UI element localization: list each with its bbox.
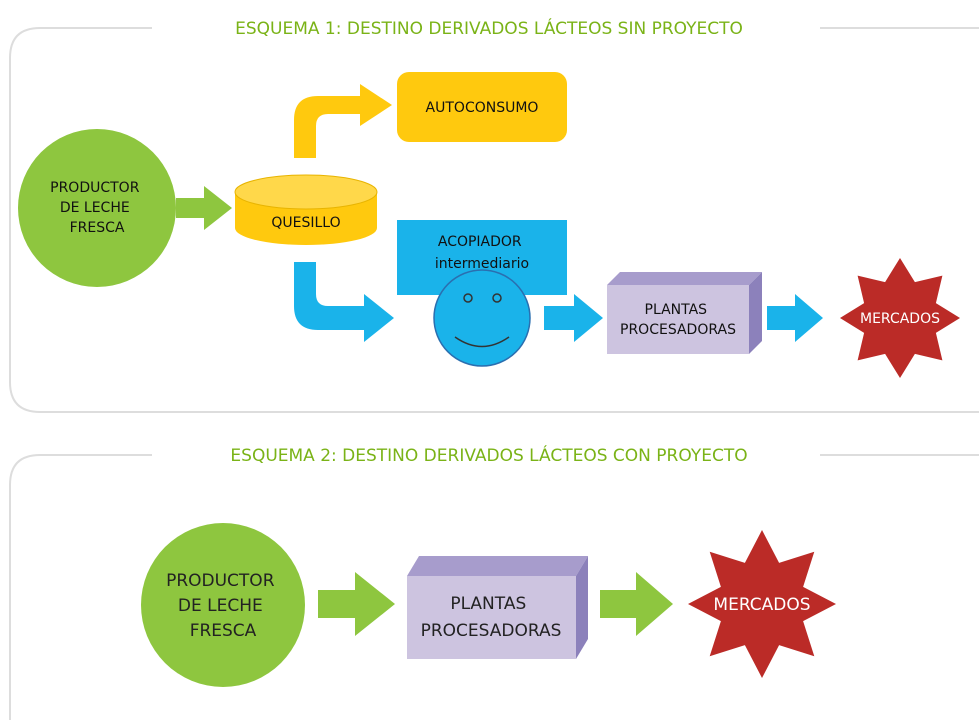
scheme1-smiley-face [433,269,531,367]
scheme2-producer-line3: FRESCA [190,621,257,641]
scheme1-plantas-line2: PROCESADORAS [620,322,736,338]
scheme2-mercados-label: MERCADOS [713,595,810,615]
scheme1-plantas-label: PLANTAS PROCESADORAS [620,302,736,338]
scheme1-arrow-plantas-to-mercados [767,294,823,342]
scheme2-panel: ESQUEMA 2: DESTINO DERIVADOS LÁCTEOS CON… [9,444,979,720]
scheme2-plantas-line2: PROCESADORAS [421,621,562,641]
scheme1-quesillo-cylinder [234,174,378,245]
scheme1-acopiador-label: ACOPIADOR intermediario [435,234,529,272]
scheme2-producer-label: PRODUCTOR DE LECHE FRESCA [166,571,280,641]
scheme1-acopiador-line1: ACOPIADOR [438,234,522,250]
smiley-left-eye [463,293,473,303]
scheme2-title: ESQUEMA 2: DESTINO DERIVADOS LÁCTEOS CON… [230,444,747,466]
scheme1-producer-label: PRODUCTOR DE LECHE FRESCA [50,180,144,236]
scheme1-panel-border [9,27,979,413]
scheme1-quesillo-label: QUESILLO [271,215,340,231]
scheme1-arrow-to-autoconsumo [294,84,392,158]
scheme1-arrow-producer-to-quesillo [176,186,232,230]
scheme1-autoconsumo-box [397,72,567,142]
scheme1-mercados-star [840,258,960,378]
scheme2-arrow-plantas-to-mercados [600,572,673,636]
scheme2-mercados-star [688,530,836,678]
scheme1-arrow-to-acopiador [294,262,394,342]
scheme1-producer-line3: FRESCA [70,220,125,236]
scheme1-arrow-acopiador-to-plantas [544,294,603,342]
scheme1-panel: ESQUEMA 1: DESTINO DERIVADOS LÁCTEOS SIN… [9,17,979,413]
smiley-mouth [454,336,510,348]
scheme1-mercados-label: MERCADOS [860,311,940,327]
scheme1-producer-circle [18,129,176,287]
smiley-right-eye [492,293,502,303]
scheme2-plantas-label: PLANTAS PROCESADORAS [421,594,562,641]
scheme2-panel-border [9,454,979,720]
scheme1-plantas-box [607,272,762,354]
scheme2-producer-circle [141,523,305,687]
scheme1-acopiador-line2: intermediario [435,256,529,272]
scheme1-autoconsumo-label: AUTOCONSUMO [426,100,539,116]
scheme2-producer-line2: DE LECHE [178,596,263,616]
scheme1-producer-line1: PRODUCTOR [50,180,140,196]
scheme2-plantas-box [407,556,588,659]
scheme2-producer-line1: PRODUCTOR [166,571,275,591]
scheme1-producer-line2: DE LECHE [60,200,130,216]
scheme2-plantas-line1: PLANTAS [450,594,526,614]
scheme1-title: ESQUEMA 1: DESTINO DERIVADOS LÁCTEOS SIN… [235,17,743,39]
scheme1-plantas-line1: PLANTAS [645,302,708,318]
scheme2-arrow-producer-to-plantas [318,572,395,636]
